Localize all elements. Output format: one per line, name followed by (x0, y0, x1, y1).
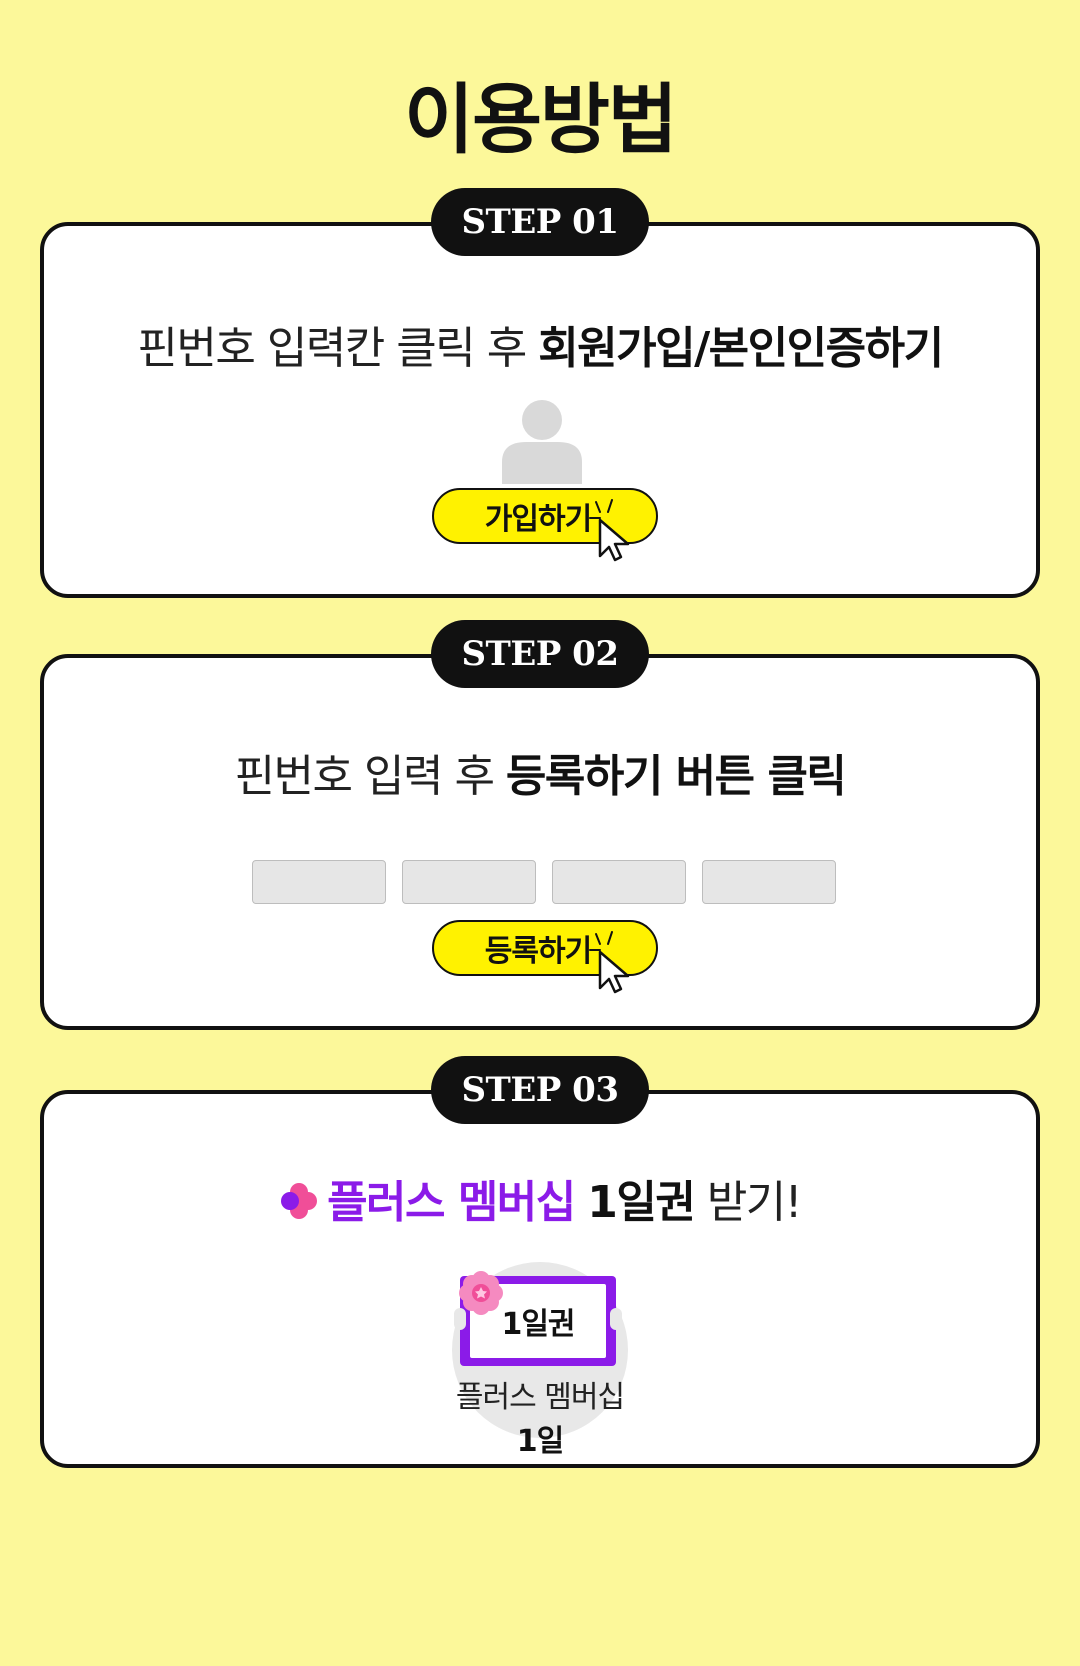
step-instruction: 핀번호 입력 후 등록하기 버튼 클릭 (44, 740, 1036, 804)
page-title: 이용방법 (404, 75, 678, 164)
pin-input-4[interactable] (702, 860, 836, 904)
instruction-purple: 플러스 멤버십 (327, 1177, 576, 1228)
register-button[interactable]: 등록하기 (432, 920, 658, 976)
instruction-plain: 핀번호 입력칸 클릭 후 (137, 323, 539, 374)
signup-button[interactable]: 가입하기 (432, 488, 658, 544)
step-badge: STEP 01 (431, 188, 649, 256)
step-card-3: STEP 03 플러스 멤버십 1일권 받기! 1일권 플러스 멤버십 1일 (40, 1056, 1040, 1468)
user-avatar-icon (502, 400, 582, 484)
ticket-illustration: 1일권 플러스 멤버십 1일 (452, 1262, 628, 1459)
instruction-plain: 받기! (694, 1177, 803, 1228)
badge-flower-icon (459, 1271, 503, 1315)
plus-logo-icon (281, 1183, 318, 1219)
pin-input-1[interactable] (252, 860, 386, 904)
cursor-icon (589, 931, 630, 994)
step-badge: STEP 03 (431, 1056, 649, 1124)
instruction-bold: 1일권 (587, 1177, 696, 1228)
ticket-notch-left (454, 1308, 466, 1330)
step-instruction: 핀번호 입력칸 클릭 후 회원가입/본인인증하기 (44, 312, 1036, 376)
step-card-2: STEP 02 핀번호 입력 후 등록하기 버튼 클릭 등록하기 (40, 620, 1040, 1030)
step-instruction: 플러스 멤버십 1일권 받기! (44, 1166, 1036, 1230)
pin-input-2[interactable] (402, 860, 536, 904)
cursor-icon (589, 499, 630, 562)
ticket-notch-right (610, 1308, 622, 1330)
caption-plain: 플러스 멤버십 (455, 1380, 625, 1415)
instruction-plain: 핀번호 입력 후 (234, 751, 506, 802)
step-badge: STEP 02 (431, 620, 649, 688)
caption-bold: 1일 (516, 1424, 564, 1459)
instruction-bold: 회원가입/본인인증하기 (538, 323, 944, 374)
ticket-caption: 플러스 멤버십 1일 (452, 1372, 628, 1460)
instruction-bold: 등록하기 버튼 클릭 (505, 751, 847, 802)
pin-input-3[interactable] (552, 860, 686, 904)
step-card-1: STEP 01 핀번호 입력칸 클릭 후 회원가입/본인인증하기 가입하기 (40, 188, 1040, 598)
